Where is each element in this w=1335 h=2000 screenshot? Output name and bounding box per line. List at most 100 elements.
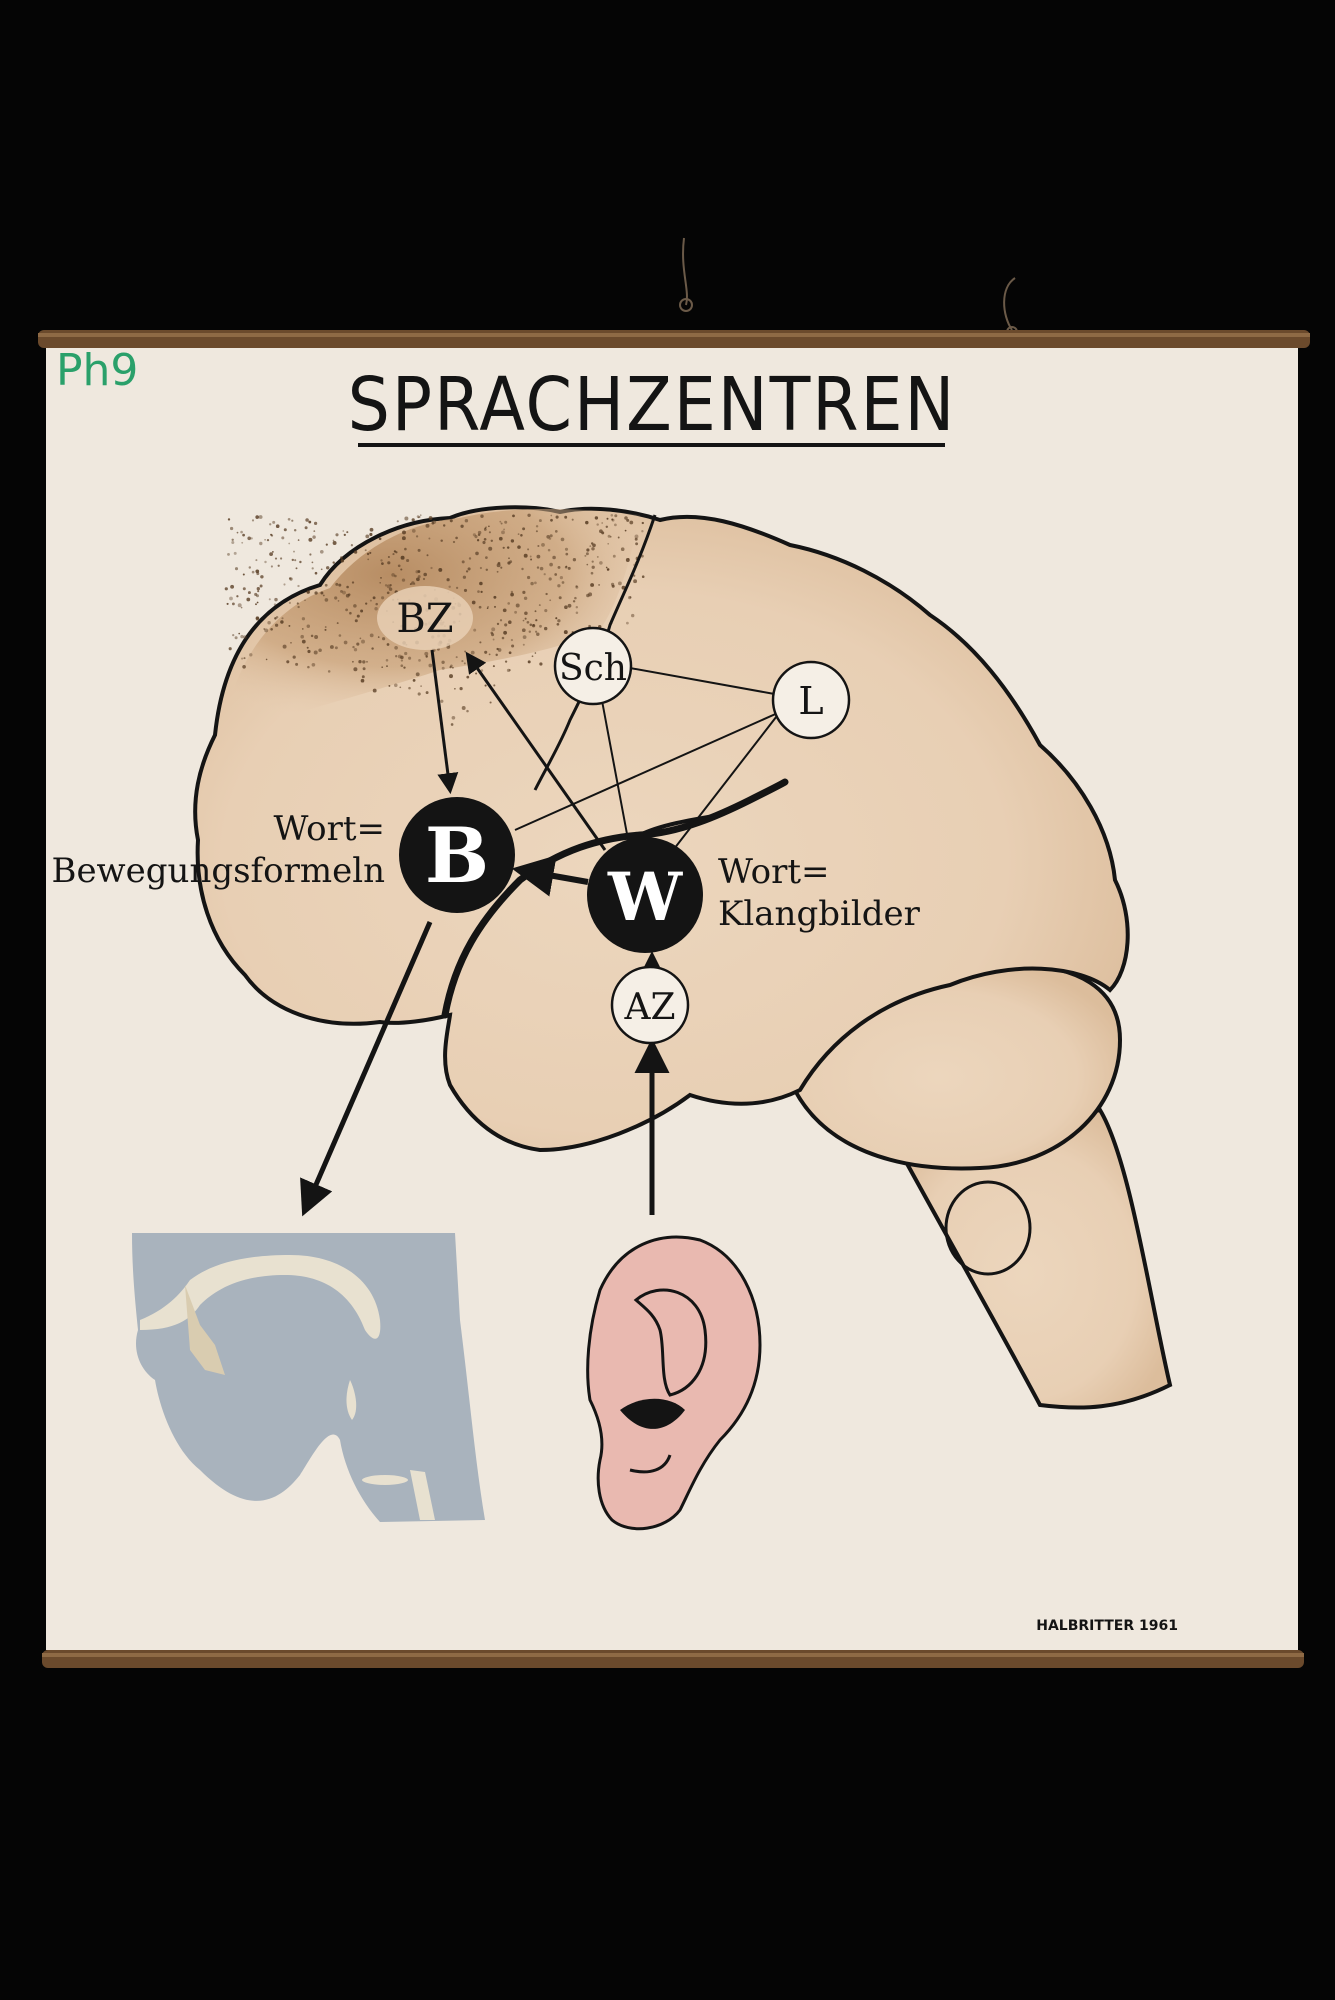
speckle-dot: [408, 656, 412, 660]
speckle-dot: [385, 659, 389, 662]
speckle-dot: [526, 620, 530, 624]
speckle-dot: [534, 610, 537, 613]
speckle-dot: [419, 514, 422, 517]
speckle-dot: [446, 578, 450, 582]
speckle-dot: [281, 536, 285, 540]
speckle-dot: [461, 560, 465, 564]
speckle-dot: [408, 686, 411, 690]
speckle-dot: [564, 547, 569, 551]
speckle-dot: [336, 622, 339, 625]
speckle-dot: [351, 581, 355, 584]
speckle-dot: [263, 628, 266, 630]
speckle-dot: [500, 522, 503, 525]
speckle-dot: [560, 537, 565, 542]
speckle-dot: [449, 519, 453, 523]
speckle-dot: [522, 635, 527, 639]
speckle-dot: [240, 606, 243, 609]
speckle-dot: [479, 581, 483, 586]
speckle-dot: [305, 518, 309, 522]
speckle-dot: [497, 648, 502, 652]
speckle-dot: [488, 546, 493, 551]
speckle-dot: [312, 535, 316, 539]
speckle-dot: [283, 583, 286, 586]
speckle-dot: [539, 624, 542, 628]
speckle-dot: [536, 566, 540, 569]
speckle-dot: [462, 575, 467, 579]
speckle-dot: [314, 591, 318, 595]
speckle-dot: [324, 583, 328, 587]
speckle-dot: [534, 652, 537, 654]
speckle-dot: [567, 566, 571, 570]
speckle-dot: [475, 672, 478, 675]
speckle-dot: [591, 565, 595, 569]
speckle-dot: [532, 624, 535, 627]
speckle-dot: [558, 596, 562, 600]
speckle-dot: [250, 537, 253, 540]
speckle-dot: [483, 528, 487, 531]
speckle-dot: [512, 514, 515, 518]
speckle-dot: [342, 590, 346, 595]
speckle-dot: [238, 632, 241, 635]
speckle-dot: [256, 587, 260, 591]
speckle-dot: [496, 563, 501, 568]
speckle-dot: [380, 559, 383, 562]
speckle-dot: [366, 660, 368, 663]
speckle-dot: [299, 560, 302, 564]
speckle-dot: [614, 514, 618, 518]
speckle-dot: [369, 633, 374, 638]
speckle-dot: [585, 552, 589, 556]
speckle-dot: [460, 524, 464, 528]
speckle-dot: [431, 521, 435, 525]
speckle-dot: [246, 597, 251, 602]
speckle-dot: [335, 533, 339, 537]
speckle-dot: [493, 595, 497, 599]
speckle-dot: [381, 596, 385, 600]
speckle-dot: [313, 650, 318, 655]
speckle-dot: [586, 563, 589, 566]
speckle-dot: [282, 644, 287, 649]
speckle-dot: [564, 515, 568, 519]
speckle-dot: [610, 582, 615, 587]
speckle-dot: [535, 525, 539, 528]
speckle-dot: [455, 656, 458, 659]
arrow-b-to-mouth: [300, 921, 433, 1217]
speckle-dot: [541, 543, 545, 547]
bottom-roller-highlight: [42, 1653, 1304, 1657]
speckle-dot: [224, 587, 228, 591]
speckle-dot: [529, 623, 533, 627]
speckle-dot: [440, 699, 444, 703]
speckle-dot: [369, 599, 372, 602]
speckle-dot: [557, 619, 561, 623]
speckle-dot: [413, 582, 416, 585]
speckle-dots: [224, 513, 645, 726]
speckle-dot: [510, 638, 514, 642]
speckle-dot: [466, 675, 470, 679]
speckle-dot: [387, 561, 391, 565]
speckle-dot: [313, 530, 316, 532]
speckle-dot: [628, 595, 632, 600]
speckle-dot: [267, 621, 271, 625]
speckle-dot: [607, 542, 610, 545]
speckle-dot: [360, 678, 365, 683]
speckle-dot: [308, 520, 312, 524]
speckle-dot: [508, 651, 512, 655]
speckle-dot: [524, 617, 527, 620]
speckle-dot: [601, 522, 604, 524]
speckle-dot: [324, 626, 327, 628]
lateral-sulcus-branch: [639, 813, 721, 837]
speckle-dot: [247, 591, 251, 595]
arrows: [300, 649, 670, 1217]
speckle-dot: [231, 538, 234, 541]
speckle-dot: [353, 648, 358, 652]
speckle-dot: [334, 596, 338, 600]
speckle-dot: [489, 701, 492, 704]
speckle-dot: [485, 556, 488, 559]
speckle-dot: [417, 575, 421, 579]
speckle-dot: [557, 584, 561, 588]
speckle-dot: [537, 544, 540, 548]
speckle-dot: [565, 552, 569, 556]
speckle-dot: [343, 640, 348, 645]
speckle-dot: [627, 558, 630, 560]
speckle-dot: [342, 530, 345, 532]
speckle-dot: [567, 603, 572, 608]
